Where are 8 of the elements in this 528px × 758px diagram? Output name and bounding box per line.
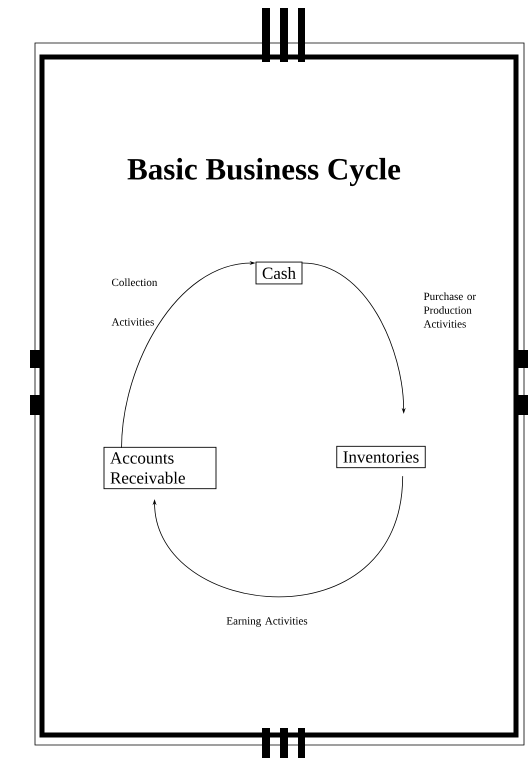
arrow bbox=[152, 476, 404, 598]
edge-label: Earning Activities bbox=[226, 617, 308, 627]
process-box: Inventories bbox=[336, 446, 426, 468]
edge-label: Purchase or Production Activities bbox=[424, 292, 476, 328]
title: Basic Business Cycle bbox=[128, 158, 400, 186]
process-box: Accounts Receivable bbox=[104, 446, 216, 490]
edge-label: Collection Activities bbox=[112, 278, 158, 326]
process-box: Cash bbox=[256, 262, 302, 284]
